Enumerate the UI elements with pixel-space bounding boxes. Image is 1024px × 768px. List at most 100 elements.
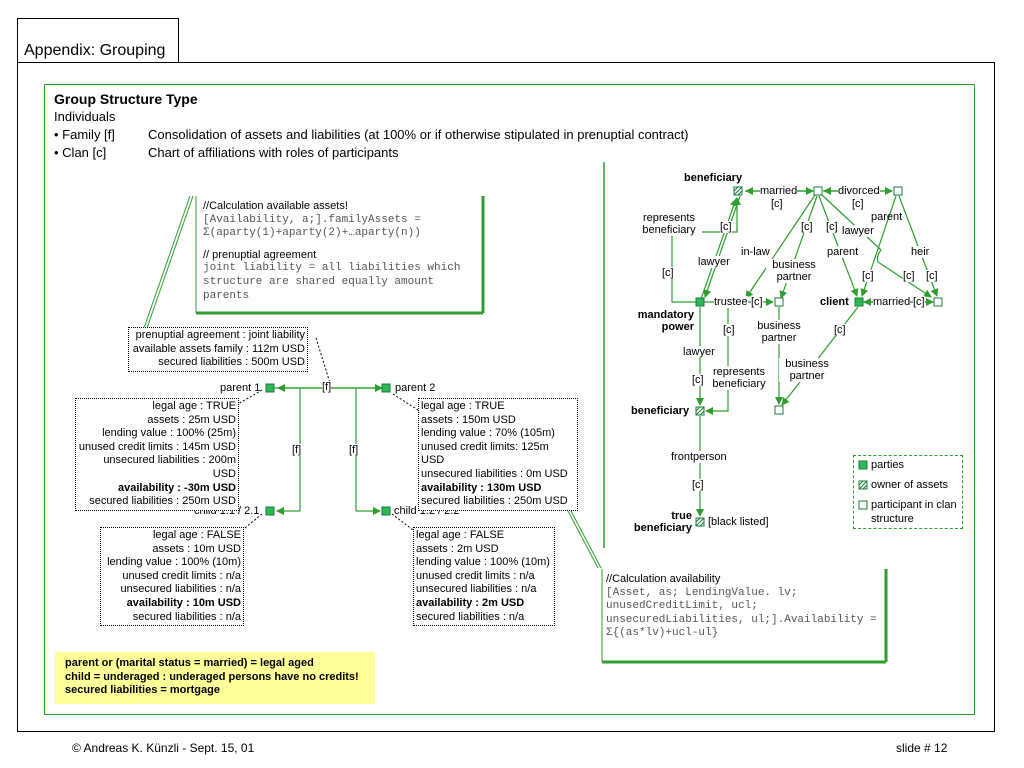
info-line: secured liabilities : 250m USD [421, 495, 568, 508]
legend-parties-icon [858, 460, 868, 470]
label-trustee: trustee [714, 296, 748, 308]
info-line: unused credit limits : n/a [416, 569, 535, 582]
code-line: unusedCreditLimit, ucl; [606, 600, 758, 613]
label-heir: heir [911, 246, 930, 258]
info-line: legal age : FALSE [416, 529, 505, 541]
section-subheading: Individuals [54, 109, 116, 124]
label-c: [c] [903, 270, 915, 282]
info-line: unused credit limits: 125m USD [421, 440, 549, 467]
info-line: secured liabilities : 500m USD [158, 356, 305, 369]
label-c: [c] [826, 221, 838, 233]
label-client: client [820, 296, 849, 308]
info-line: unsecured liabilities : 200m USD [103, 454, 236, 480]
label-c: [c] [662, 267, 674, 279]
info-line: unsecured liabilities : n/a [416, 583, 537, 596]
info-line: unsecured liabilities : 0m USD [421, 467, 568, 480]
code-line: parents [203, 289, 250, 302]
footer-slide: slide # 12 [896, 741, 948, 755]
code-line: unsecuredLiabilities, ul;].Availability … [606, 613, 877, 626]
code-line: Σ(aparty(1)+aparty(2)+…aparty(n)) [203, 227, 421, 240]
node-child12 [381, 506, 391, 516]
label-lawyer: lawyer [698, 256, 730, 268]
label-beneficiary-top: beneficiary [684, 172, 743, 184]
label-c: [c] [834, 324, 846, 336]
label-f-link: [f] [349, 444, 359, 456]
node-client [854, 297, 864, 307]
parent2-info: legal age : TRUE assets : 150m USD lendi… [418, 398, 578, 511]
node-divorced [893, 186, 903, 196]
info-line: secured liabilities : n/a [132, 610, 241, 623]
bullet-term: • Family [f] [54, 127, 115, 142]
node-trustee [774, 297, 784, 307]
child11-info: legal age : FALSE assets : 10m USD lendi… [100, 527, 244, 627]
code-line: [Availability, a;].familyAssets = [203, 213, 421, 226]
info-line: assets : 2m USD [416, 542, 499, 555]
info-line: prenuptial agreement : joint liability [135, 329, 305, 341]
label-c: [c] [751, 296, 763, 308]
label-married: married [873, 296, 911, 308]
info-line: assets : 150m USD [421, 413, 516, 426]
node-parent2 [381, 383, 391, 393]
info-line: unused credit limits : 145m USD [78, 440, 236, 453]
info-line: lending value : 100% (25m) [102, 427, 236, 440]
label-married: married [760, 185, 798, 197]
info-line: secured liabilities : n/a [416, 610, 525, 623]
label-divorced: divorced [838, 185, 880, 197]
availability-line: availability : 130m USD [421, 481, 542, 494]
info-line: legal age : TRUE [152, 400, 236, 412]
label-parent1: parent 1 [220, 382, 261, 394]
label-lawyer: lawyer [683, 346, 715, 358]
label-c: [c] [913, 296, 925, 308]
legend-participant: structure [871, 513, 914, 525]
bullet-desc: Consolidation of assets and liabilities … [148, 127, 689, 142]
code-line: structure are shared equally amount [203, 275, 435, 288]
info-line: legal age : FALSE [152, 529, 241, 541]
availability-line: availability : 2m USD [416, 596, 525, 609]
label-lawyer: lawyer [842, 225, 874, 237]
page-frame [17, 62, 995, 732]
label-c: [c] [692, 479, 704, 491]
code-comment: //Calculation available assets! [203, 200, 348, 212]
legend-box [853, 455, 963, 529]
label-frontperson: frontperson [671, 451, 727, 463]
callout-line [146, 195, 194, 329]
code-comment: // prenuptial agreement [203, 248, 317, 261]
bullet-desc: Chart of affiliations with roles of part… [148, 145, 399, 160]
child12-info: legal age : FALSE assets : 2m USD lendin… [413, 527, 555, 627]
code-line: joint liability = all liabilities which [203, 262, 461, 275]
info-line: secured liabilities : 250m USD [89, 495, 236, 508]
label-c: [c] [720, 221, 732, 233]
label-c: [c] [723, 324, 735, 336]
label-c: [c] [801, 221, 813, 233]
code-line: Σ{(as*lv)+ucl-ul} [606, 627, 719, 640]
info-line: unused credit limits : n/a [122, 569, 241, 582]
label-beneficiary-mid: beneficiary [631, 405, 690, 417]
legend-parties: parties [871, 459, 905, 471]
node-child11 [265, 506, 275, 516]
info-line: assets : 10m USD [152, 542, 241, 555]
rule-line: parent or (marital status = married) = l… [65, 657, 314, 669]
footer-author: © Andreas K. Künzli - Sept. 15, 01 [72, 741, 255, 755]
page-title: Appendix: Grouping [24, 42, 166, 59]
info-line: unsecured liabilities : n/a [120, 583, 241, 596]
rule-line: secured liabilities = mortgage [65, 684, 220, 697]
bullet-term: • Clan [c] [54, 145, 107, 160]
calc-availability-box: //Calculation availability [Asset, as; L… [606, 573, 884, 641]
label-in-law: in-law [741, 246, 770, 258]
label-c: [c] [926, 270, 938, 282]
label-parent: parent [871, 211, 903, 223]
title-tab [17, 18, 179, 62]
label-c: [c] [692, 374, 704, 386]
code-comment: //Calculation availability [606, 573, 721, 585]
legend-owner: owner of assets [871, 479, 949, 491]
legend-participant-icon [858, 500, 868, 510]
rules-note: parent or (marital status = married) = l… [55, 652, 375, 704]
availability-line: availability : 10m USD [126, 596, 241, 609]
node-business-partner [774, 405, 784, 415]
